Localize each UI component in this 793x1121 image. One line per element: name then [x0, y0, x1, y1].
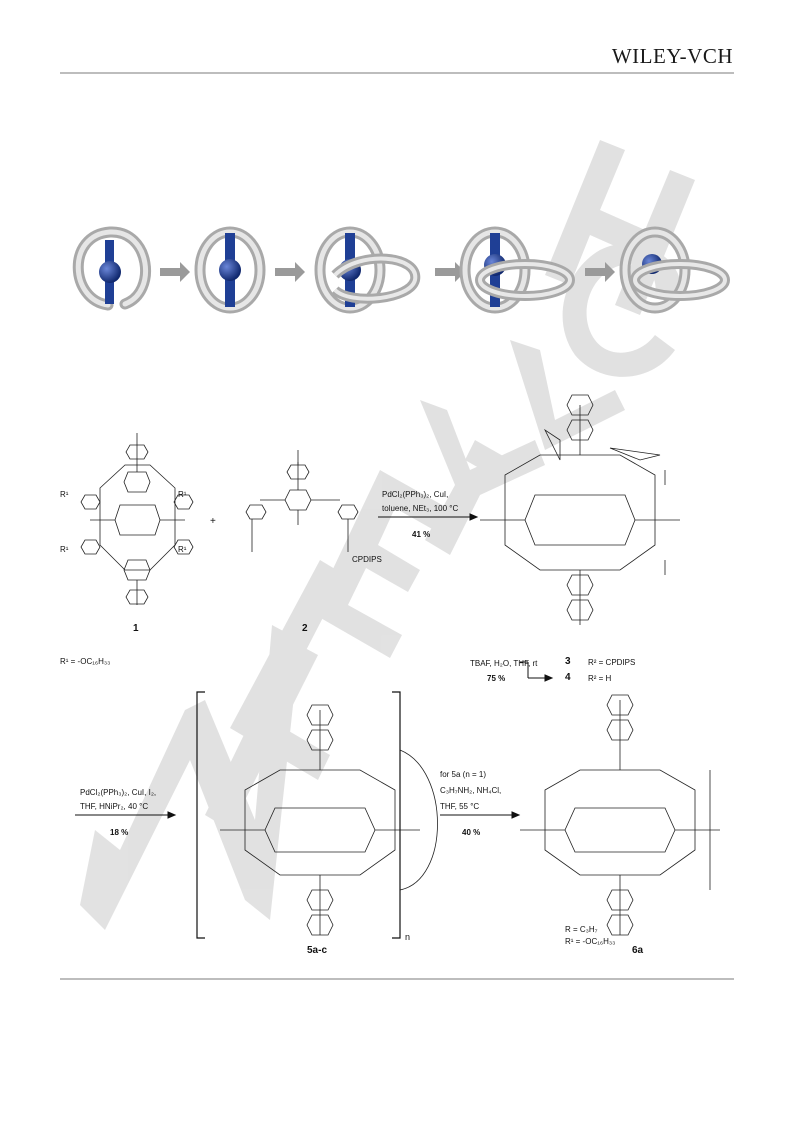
cartoon-step-5	[619, 226, 730, 314]
r1-label-c1c: R¹	[60, 545, 69, 554]
r2-h: R² = H	[588, 674, 612, 683]
reaction-arrows	[75, 513, 554, 819]
polymer-brackets	[196, 691, 401, 939]
bracket-n: n	[405, 932, 411, 942]
step4-condition: for 5a (n = 1)	[440, 770, 487, 779]
r1-label-c1a: R¹	[60, 490, 69, 499]
cartoon-step-3	[314, 226, 421, 314]
r1-definition-6a: R¹ = -OC₁₆H₃₃	[565, 937, 616, 946]
r1-definition: R¹ = -OC₁₆H₃₃	[60, 657, 111, 666]
header-rule	[60, 72, 734, 74]
structure-compound-6a	[520, 694, 720, 936]
step1-reagents: PdCl₂(PPh₃)₂, CuI,	[382, 490, 449, 499]
compound-5-label: 5a-c	[307, 945, 328, 956]
step3-yield: 18 %	[110, 828, 129, 837]
r2-cpdips: R² = CPDIPS	[588, 658, 636, 667]
structure-compound-2	[245, 450, 359, 552]
step2-yield: 75 %	[487, 674, 506, 683]
step4-reagents: C₃H₇NH₂, NH₄Cl,	[440, 786, 502, 795]
step2-reagents: TBAF, H₂O, THF, rt	[470, 659, 538, 668]
r1-label-c1b: R¹	[178, 490, 187, 499]
plus-sign: +	[210, 516, 216, 527]
step3-reagents: PdCl₂(PPh₃)₂, CuI, I₂,	[80, 788, 157, 797]
structure-compound-1	[80, 433, 194, 605]
footer-rule	[60, 978, 734, 980]
compound-3-label: 3	[565, 656, 571, 667]
compound-6a-label: 6a	[632, 945, 644, 956]
step4-solvent: THF, 55 °C	[440, 802, 480, 811]
r-definition: R = C₃H₇	[565, 925, 598, 934]
publisher-logo: WILEY-VCH	[611, 44, 733, 68]
r1-label-c1d: R¹	[178, 545, 187, 554]
step4-yield: 40 %	[462, 828, 481, 837]
cpdips-label: CPDIPS	[352, 555, 382, 564]
step1-yield: 41 %	[412, 530, 431, 539]
compound-2-label: 2	[302, 623, 308, 634]
cartoon-step-1	[72, 226, 152, 311]
compound-1-label: 1	[133, 623, 139, 634]
synthesis-scheme-structures	[75, 394, 720, 939]
step1-solvent: toluene, NEt₃, 100 °C	[382, 504, 459, 513]
structure-compound-5	[220, 704, 438, 936]
cartoon-step-4	[459, 226, 575, 314]
cartoon-step-2	[194, 226, 266, 314]
compound-4-label: 4	[565, 672, 571, 683]
rotaxane-cartoon-sequence	[72, 226, 730, 314]
structure-compound-3	[480, 394, 680, 625]
step3-solvent: THF, HNiPr₂, 40 °C	[80, 802, 149, 811]
